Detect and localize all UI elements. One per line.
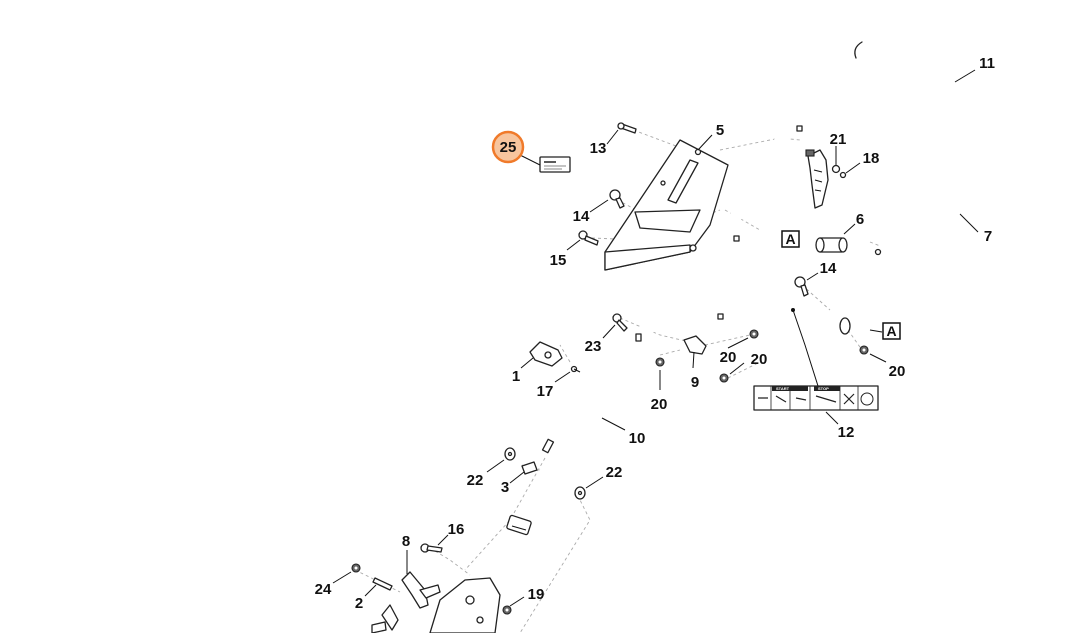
- nut-20-c: [655, 357, 665, 367]
- decal-start-text: START: [776, 386, 790, 391]
- handle-grip: [851, 27, 1005, 137]
- reference-mark-a-lower: A: [882, 322, 901, 340]
- start-stop-decal: START STOP: [753, 385, 879, 411]
- washer-21: [831, 164, 841, 174]
- label-22-a: 22: [467, 472, 484, 489]
- label-13: 13: [590, 140, 607, 157]
- leader-lines: [332, 69, 979, 607]
- label-7: 7: [984, 228, 992, 245]
- nut-19: [502, 605, 512, 615]
- nut-20-b: [719, 373, 729, 383]
- clip-9: [683, 335, 707, 355]
- label-15: 15: [550, 252, 567, 269]
- label-1: 1: [512, 368, 520, 385]
- screw-23: [612, 313, 628, 332]
- label-3: 3: [501, 479, 509, 496]
- label-14-upper: 14: [573, 208, 590, 225]
- bushing-3: [521, 461, 538, 475]
- label-17: 17: [537, 383, 554, 400]
- label-16: 16: [448, 521, 465, 538]
- decal-stop-text: STOP: [818, 386, 829, 391]
- label-8: 8: [402, 533, 410, 550]
- label-10: 10: [629, 430, 646, 447]
- upper-handle-tube: [693, 68, 979, 285]
- label-2: 2: [355, 595, 363, 612]
- screw-15: [578, 230, 599, 246]
- label-19: 19: [528, 586, 545, 603]
- throttle-lever: [805, 149, 829, 209]
- label-20-a: 20: [720, 349, 737, 366]
- sleeve-6: [815, 237, 848, 253]
- label-24: 24: [315, 581, 332, 598]
- label-6: 6: [856, 211, 864, 228]
- bolt-14-lower: [794, 276, 809, 297]
- label-23: 23: [585, 338, 602, 355]
- label-21: 21: [830, 131, 847, 148]
- highlighted-part-25[interactable]: 25: [491, 130, 525, 164]
- nut-20-a: [749, 329, 759, 339]
- clamp-1: [529, 341, 563, 367]
- label-20-b: 20: [751, 351, 768, 368]
- cable-cover: [604, 139, 729, 271]
- highlight-circle[interactable]: [491, 130, 525, 164]
- mount-bracket: [371, 577, 501, 633]
- ref-a-lower-text: A: [886, 323, 896, 339]
- pin-2: [372, 577, 393, 591]
- label-5: 5: [716, 122, 724, 139]
- screw-17: [570, 365, 581, 373]
- nut-18: [839, 171, 847, 179]
- label-20-c: 20: [651, 396, 668, 413]
- label-sticker-25: [539, 156, 571, 173]
- lever-8: [401, 571, 441, 609]
- bolt-16: [420, 543, 443, 553]
- bolt-14-upper: [609, 189, 625, 209]
- label-12: 12: [838, 424, 855, 441]
- label-22-b: 22: [606, 464, 623, 481]
- label-20-d: 20: [889, 363, 906, 380]
- label-11: 11: [979, 55, 995, 72]
- screw-13: [617, 122, 637, 134]
- nut-24: [351, 563, 361, 573]
- label-14-lower: 14: [820, 260, 837, 277]
- part-labels: 13 5 11 21 18 6 7 14 15 14 23 1 17 9 20 …: [315, 55, 995, 612]
- label-9: 9: [691, 374, 699, 391]
- label-18: 18: [863, 150, 880, 167]
- lower-handle-tube: [506, 295, 851, 536]
- label-25[interactable]: 25: [500, 139, 517, 156]
- ref-a-upper-text: A: [785, 231, 795, 247]
- nut-20-d: [859, 345, 869, 355]
- washer-22-b: [574, 486, 586, 500]
- washer-22-a: [504, 447, 516, 461]
- reference-mark-a-upper: A: [781, 230, 800, 248]
